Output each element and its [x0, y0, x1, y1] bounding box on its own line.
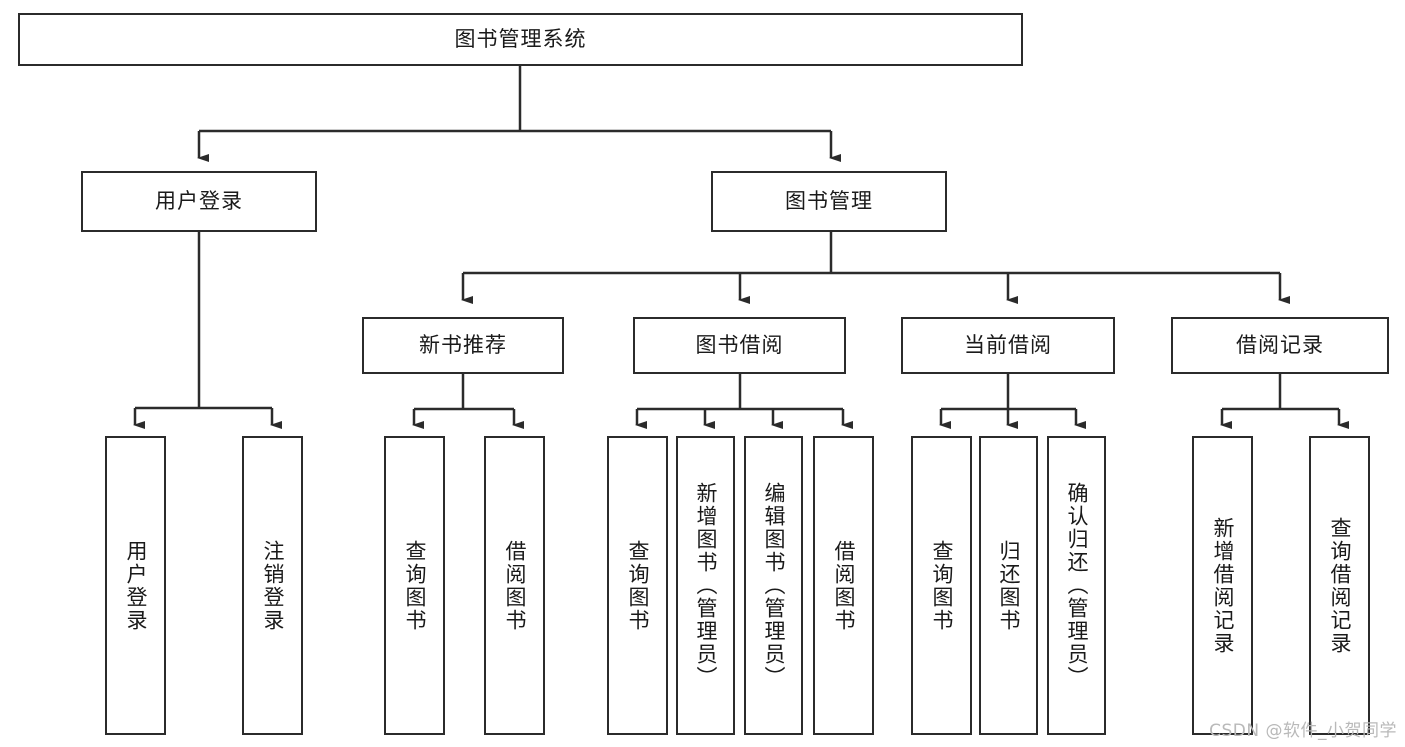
node-label: 图书管理	[785, 188, 873, 213]
node-label: 查询图书	[403, 539, 427, 632]
leaf-add-borrow-record[interactable]: 新增借阅记录	[1192, 436, 1253, 735]
node-label: 查询图书	[930, 539, 954, 632]
leaf-query-borrow-record[interactable]: 查询借阅记录	[1309, 436, 1370, 735]
leaf-confirm-return-admin[interactable]: 确认归还（管理员）	[1047, 436, 1106, 735]
node-book-borrow[interactable]: 图书借阅	[633, 317, 846, 374]
node-label: 借阅图书	[832, 539, 856, 632]
node-label: 新书推荐	[419, 332, 507, 357]
watermark-label: CSDN @软件_小贺同学	[1209, 721, 1397, 741]
node-user-login[interactable]: 用户登录	[81, 171, 317, 232]
node-label: 新增图书（管理员）	[694, 482, 718, 689]
node-label: 用户登录	[124, 539, 148, 632]
leaf-edit-book-admin[interactable]: 编辑图书（管理员）	[744, 436, 803, 735]
node-book-management[interactable]: 图书管理	[711, 171, 947, 232]
leaf-borrow-book[interactable]: 借阅图书	[813, 436, 874, 735]
node-label: 图书借阅	[695, 332, 784, 357]
node-label: 注销登录	[261, 539, 285, 632]
node-current-borrow[interactable]: 当前借阅	[901, 317, 1115, 374]
leaf-query-book-recommend[interactable]: 查询图书	[384, 436, 445, 735]
node-label: 图书管理系统	[454, 26, 587, 51]
node-label: 查询借阅记录	[1328, 516, 1352, 655]
node-label: 归还图书	[997, 539, 1021, 632]
node-label: 用户登录	[155, 188, 243, 213]
node-label: 当前借阅	[964, 332, 1052, 357]
leaf-return-book[interactable]: 归还图书	[979, 436, 1038, 735]
node-label: 借阅图书	[503, 539, 527, 632]
node-new-book-recommend[interactable]: 新书推荐	[362, 317, 564, 374]
node-label: 编辑图书（管理员）	[762, 482, 786, 689]
leaf-query-book-current[interactable]: 查询图书	[911, 436, 972, 735]
leaf-query-book-borrow[interactable]: 查询图书	[607, 436, 668, 735]
leaf-add-book-admin[interactable]: 新增图书（管理员）	[676, 436, 735, 735]
node-label: 借阅记录	[1236, 332, 1324, 357]
node-label: 新增借阅记录	[1211, 516, 1235, 655]
node-label: 查询图书	[626, 539, 650, 632]
node-borrow-records[interactable]: 借阅记录	[1171, 317, 1389, 374]
leaf-logout[interactable]: 注销登录	[242, 436, 303, 735]
node-root-library-system[interactable]: 图书管理系统	[18, 13, 1023, 66]
leaf-borrow-book-recommend[interactable]: 借阅图书	[484, 436, 545, 735]
leaf-user-login[interactable]: 用户登录	[105, 436, 166, 735]
node-label: 确认归还（管理员）	[1065, 482, 1089, 689]
